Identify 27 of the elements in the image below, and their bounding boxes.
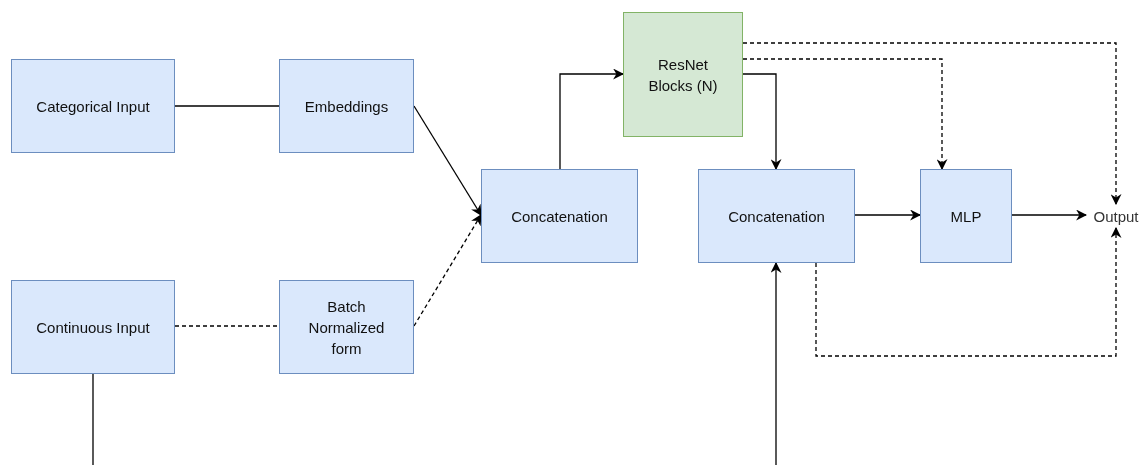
process-box — [481, 169, 638, 263]
arrow — [413, 214, 482, 327]
process-box — [920, 169, 1012, 263]
process-box — [698, 169, 855, 263]
arrow — [854, 209, 922, 221]
process-box — [11, 59, 175, 153]
box-label: MLP — [949, 206, 983, 227]
box-label: Categorical Input — [35, 96, 151, 117]
arrow — [742, 58, 948, 171]
arrow — [742, 73, 782, 171]
process-box — [11, 280, 175, 374]
arrow — [413, 105, 482, 216]
arrow — [770, 261, 782, 465]
arrow — [1011, 209, 1088, 221]
process-box — [279, 59, 414, 153]
arrow — [815, 226, 1122, 357]
box-label: Concatenation — [510, 206, 609, 227]
process-box — [279, 280, 414, 374]
box-label: Embeddings — [303, 96, 390, 117]
box-label: ResNet Blocks (N) — [647, 54, 719, 96]
arrow — [559, 68, 625, 170]
box-label: Concatenation — [727, 206, 826, 227]
box-label: Continuous Input — [35, 317, 151, 338]
arrow — [742, 42, 1122, 206]
output-label: Output — [1092, 206, 1140, 227]
box-label: Batch Normalized form — [307, 296, 386, 359]
process-box — [623, 12, 743, 137]
